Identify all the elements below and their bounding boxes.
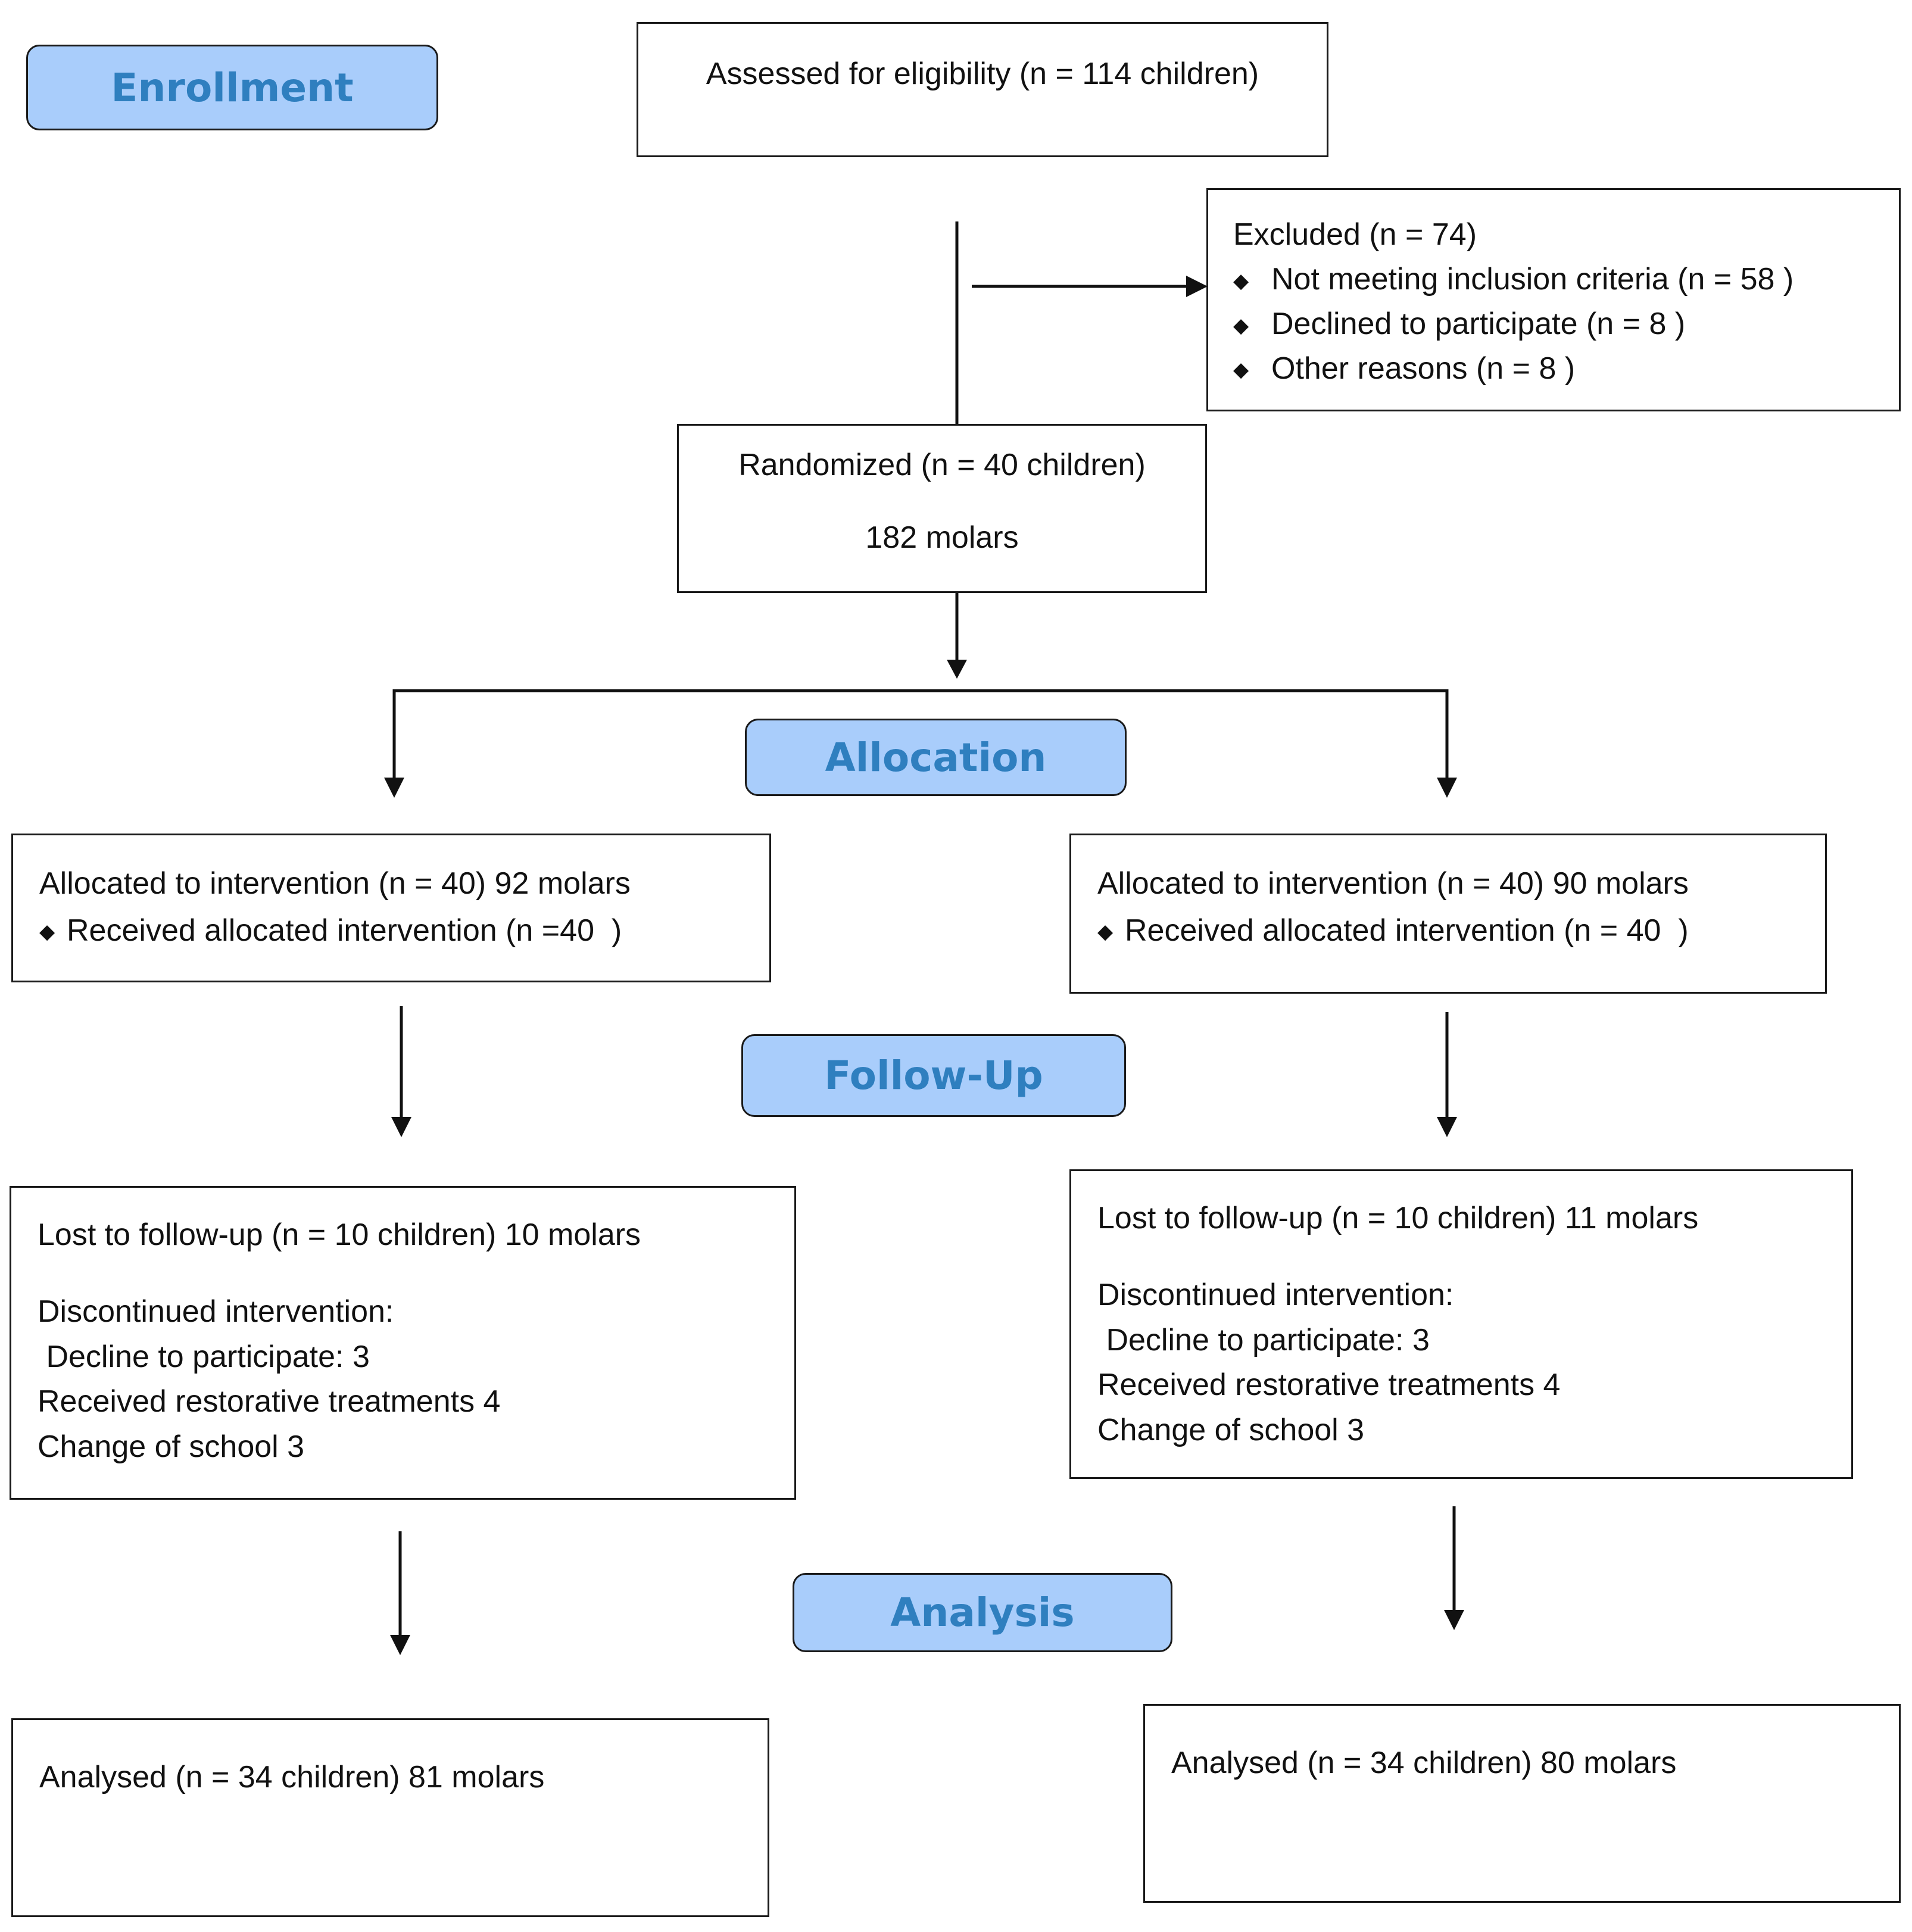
followup-right-restorative: Received restorative treatments 4 — [1097, 1368, 1561, 1403]
assessed-box: Assessed for eligibility (n = 114 childr… — [637, 22, 1328, 157]
analysis-left-box: Analysed (n = 34 children) 81 molars — [11, 1718, 769, 1917]
allocation-left-received: ◆Received allocated intervention (n =40 … — [39, 913, 622, 948]
diamond-bullet-icon: ◆ — [1233, 358, 1249, 382]
connector-split — [392, 689, 1449, 792]
arrow-head-followup-left — [390, 1635, 410, 1655]
randomized-molars: 182 molars — [865, 520, 1019, 555]
arrow-head-alloc-left — [391, 1117, 411, 1137]
arrow-head-split-left — [384, 778, 404, 798]
arrow-head-excluded — [1186, 276, 1208, 297]
arrow-head-randomized — [947, 660, 967, 679]
excluded-title: Excluded (n = 74) — [1233, 217, 1477, 252]
excluded-item: ◆Not meeting inclusion criteria (n = 58 … — [1233, 261, 1794, 296]
allocation-left-count: Allocated to intervention (n = 40) 92 mo… — [39, 866, 631, 901]
arrow-head-split-right — [1437, 778, 1457, 798]
allocation-right-received: ◆Received allocated intervention (n = 40… — [1097, 913, 1689, 948]
analysis-stage-label: Analysis — [793, 1573, 1172, 1652]
followup-right-discontinued: Discontinued intervention: — [1097, 1278, 1454, 1313]
diamond-bullet-icon: ◆ — [1097, 920, 1113, 944]
diamond-bullet-icon: ◆ — [1233, 269, 1249, 292]
analysis-right-box: Analysed (n = 34 children) 80 molars — [1143, 1704, 1901, 1903]
allocation-right-count: Allocated to intervention (n = 40) 90 mo… — [1097, 866, 1689, 901]
followup-left-lost: Lost to follow-up (n = 10 children) 10 m… — [38, 1218, 641, 1252]
follow-up-stage-label: Follow-Up — [741, 1034, 1126, 1117]
followup-right-school: Change of school 3 — [1097, 1412, 1365, 1447]
allocation-left-box: Allocated to intervention (n = 40) 92 mo… — [11, 834, 771, 982]
excluded-item: ◆Declined to participate (n = 8 ) — [1233, 306, 1686, 341]
followup-right-decline: Decline to participate: 3 — [1097, 1322, 1430, 1357]
followup-left-restorative: Received restorative treatments 4 — [38, 1384, 501, 1419]
analysis-label: Analysis — [890, 1590, 1075, 1636]
allocation-right-box: Allocated to intervention (n = 40) 90 mo… — [1069, 834, 1827, 994]
followup-right-lost: Lost to follow-up (n = 10 children) 11 m… — [1097, 1201, 1699, 1235]
excluded-item: ◆Other reasons (n = 8 ) — [1233, 351, 1576, 386]
arrow-head-followup-right — [1444, 1610, 1464, 1630]
assessed-text: Assessed for eligibility (n = 114 childr… — [706, 57, 1259, 91]
followup-right-box: Lost to follow-up (n = 10 children) 11 m… — [1069, 1169, 1853, 1479]
allocation-label: Allocation — [825, 734, 1047, 781]
randomized-box: Randomized (n = 40 children) 182 molars — [677, 424, 1207, 593]
followup-left-discontinued: Discontinued intervention: — [38, 1294, 394, 1329]
diamond-bullet-icon: ◆ — [1233, 314, 1249, 337]
followup-left-box: Lost to follow-up (n = 10 children) 10 m… — [10, 1186, 796, 1500]
followup-left-decline: Decline to participate: 3 — [38, 1339, 370, 1374]
enrollment-stage-label: Enrollment — [26, 45, 438, 130]
follow-up-label: Follow-Up — [824, 1053, 1043, 1098]
analysis-left-text: Analysed (n = 34 children) 81 molars — [39, 1760, 545, 1794]
diamond-bullet-icon: ◆ — [39, 920, 55, 944]
analysis-right-text: Analysed (n = 34 children) 80 molars — [1171, 1746, 1677, 1780]
arrow-head-alloc-right — [1437, 1117, 1457, 1137]
followup-left-school: Change of school 3 — [38, 1429, 305, 1464]
excluded-box: Excluded (n = 74) ◆Not meeting inclusion… — [1206, 188, 1901, 411]
allocation-stage-label: Allocation — [745, 719, 1127, 796]
randomized-children: Randomized (n = 40 children) — [738, 448, 1146, 482]
enrollment-label: Enrollment — [111, 64, 354, 111]
